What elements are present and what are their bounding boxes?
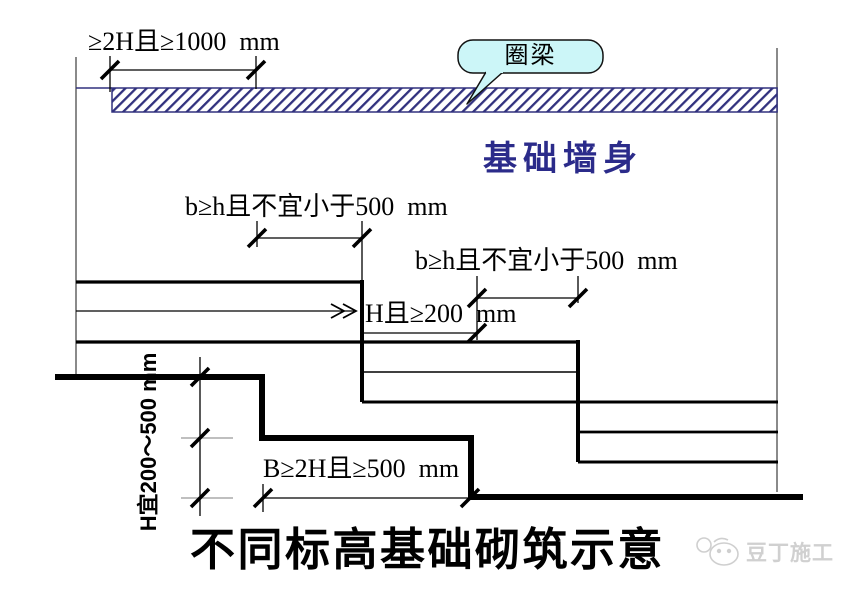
- wall-label: 基础墙身: [483, 141, 643, 178]
- h-step-label: H且≥200 mm: [365, 299, 517, 328]
- watermark-logo-icon: [696, 537, 739, 566]
- top-dimension-label: ≥2H且≥1000 mm: [88, 27, 280, 56]
- h-step-dimension: [362, 322, 488, 344]
- b-bottom-dimension: [252, 484, 481, 512]
- b-dimension-left: [246, 221, 373, 280]
- page-title: 不同标高基础砌筑示意: [190, 524, 666, 575]
- callout-bubble: [457, 39, 604, 105]
- b-bottom-label: B≥2H且≥500 mm: [263, 454, 460, 483]
- upper-step-profile: [76, 280, 778, 464]
- ring-beam-hatch: [111, 87, 778, 113]
- height-dimension: [181, 357, 233, 516]
- ring-beam-label: 圈梁: [504, 43, 557, 69]
- b-dimension-right: [466, 276, 589, 340]
- step-leader-arrow: [76, 303, 358, 319]
- foundation-outline: [55, 374, 803, 500]
- watermark-label: 豆丁施工: [746, 542, 834, 565]
- top-dimension: [99, 56, 267, 92]
- b-dimension-left-label: b≥h且不宜小于500 mm: [185, 192, 448, 221]
- b-dimension-right-label: b≥h且不宜小于500 mm: [415, 246, 678, 275]
- h-range-label: H宜200～500 mm: [136, 352, 161, 532]
